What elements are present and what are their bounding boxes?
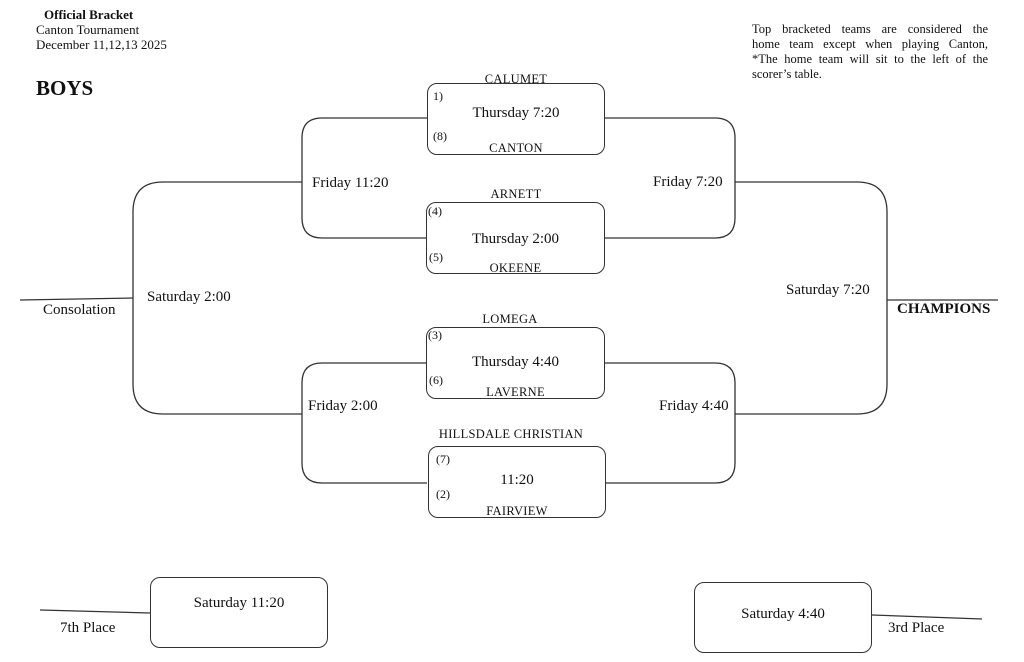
round-time-label: Friday 2:00	[308, 398, 378, 414]
tournament-name: Canton Tournament	[36, 22, 140, 37]
team-name: CALUMET	[484, 72, 548, 86]
seed-label: (8)	[433, 129, 447, 143]
game-time: Thursday 7:20	[472, 105, 560, 121]
game-box: (7) 11:20 (2) FAIRVIEW	[428, 446, 606, 518]
third-place-label: 3rd Place	[888, 620, 945, 636]
consolation-label: Consolation	[43, 302, 116, 318]
consolation-line	[19, 297, 134, 301]
home-team-note: Top bracketed teams are considered the h…	[752, 22, 988, 82]
game-box: (4) Thursday 2:00 (5) OKEENE	[426, 202, 605, 275]
game-time: Thursday 2:00	[471, 231, 560, 247]
champions-label: CHAMPIONS	[897, 301, 991, 317]
game-time: Saturday 11:20	[193, 595, 285, 611]
team-name: LAVERNE	[486, 385, 545, 399]
third-place-line	[871, 614, 983, 620]
game-box: 1) Thursday 7:20 (8) CANTON	[427, 83, 605, 155]
team-name: HILLSDALE CHRISTIAN	[438, 427, 584, 441]
note-line: *The home team will sit to the left of t…	[752, 52, 988, 66]
note-line: home team except when playing Canton,	[752, 37, 988, 51]
seed-label: (4)	[428, 204, 442, 218]
tournament-dates: December 11,12,13 2025	[36, 37, 167, 52]
bracket-line-friday-1120	[301, 117, 427, 239]
seventh-place-line	[39, 609, 151, 614]
seventh-place-box: Saturday 11:20	[150, 577, 328, 648]
division-label: BOYS	[36, 76, 94, 100]
bracket-line-friday-440	[605, 362, 736, 484]
round-time-label: Friday 4:40	[659, 398, 729, 414]
seed-label: (3)	[428, 328, 442, 342]
team-name: OKEENE	[489, 261, 542, 275]
game-time: Thursday 4:40	[471, 354, 560, 370]
seed-label: (5)	[429, 250, 443, 264]
seed-label: 1)	[433, 89, 443, 103]
team-name: LOMEGA	[482, 312, 538, 326]
bracket-line-friday-200	[301, 362, 427, 484]
bracket-line-friday-720	[605, 117, 736, 239]
seed-label: (6)	[429, 373, 443, 387]
team-name: FAIRVIEW	[486, 504, 548, 518]
note-line: scorer’s table.	[752, 67, 822, 81]
seed-label: (2)	[436, 487, 450, 501]
seventh-place-label: 7th Place	[60, 620, 116, 636]
bracket-title: Official Bracket	[44, 7, 134, 22]
round-time-label: Friday 7:20	[653, 174, 723, 190]
seed-label: (7)	[436, 452, 450, 466]
note-line: Top bracketed teams are considered the	[752, 22, 988, 36]
game-time: Saturday 4:40	[741, 606, 825, 622]
team-name: CANTON	[489, 141, 543, 155]
third-place-box: Saturday 4:40	[694, 582, 872, 653]
team-name: ARNETT	[490, 187, 542, 201]
bracket-line-saturday-720	[735, 181, 888, 415]
game-time: 11:20	[500, 472, 534, 488]
game-box: (3) Thursday 4:40 (6) LAVERNE	[426, 327, 605, 399]
round-time-label: Saturday 7:20	[786, 282, 870, 298]
round-time-label: Friday 11:20	[312, 175, 389, 191]
round-time-label: Saturday 2:00	[147, 289, 231, 305]
